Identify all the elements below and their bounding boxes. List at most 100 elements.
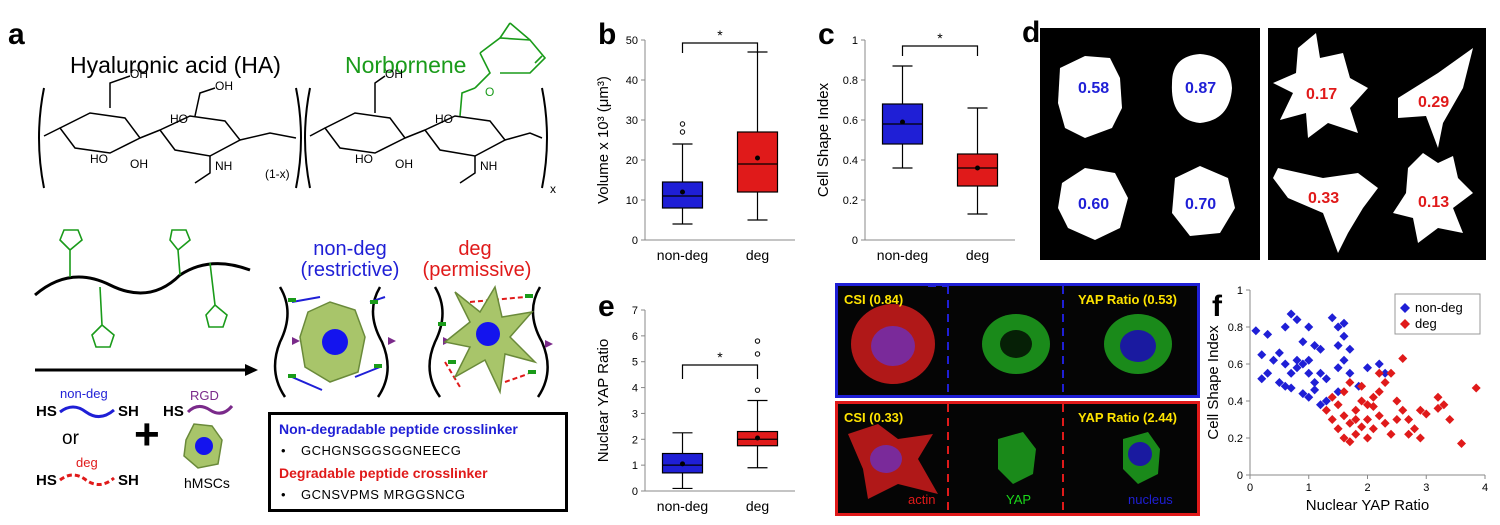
microscopy-yap-deg: YAP Ratio (2.44) [1078,410,1177,425]
csi-value-nondeg-1: 0.58 [1078,80,1110,97]
chem-oh-3: OH [130,157,148,171]
nondeg-cell-shapes: 0.58 0.87 0.60 0.70 [1040,28,1260,260]
scatter-point-non-deg [1316,344,1325,354]
nondeg-network-title: non-deg [313,238,387,260]
deg-cell-shapes: 0.17 0.29 0.33 0.13 [1268,28,1486,260]
box-non-deg [661,181,704,209]
mean-marker [975,165,980,171]
chem-oh-5: OH [395,157,413,171]
x-tick-label: 0 [1247,482,1253,494]
nondeg-shape-outlines [1058,54,1235,240]
y-tick-label: 10 [626,195,638,207]
scatter-point-non-deg [1316,400,1325,410]
y-tick-label: 6 [632,331,638,343]
scatter-point-non-deg [1257,374,1267,384]
scatter-point-non-deg [1292,363,1302,373]
scatter-point-non-deg [1333,363,1343,373]
csi-value-nondeg-4: 0.70 [1185,196,1217,213]
panel-label-e: e [598,290,615,323]
scatter-point-non-deg [1380,368,1390,378]
scatter-point-deg [1374,368,1384,378]
scatter-point-non-deg [1345,344,1355,354]
deg-network-title: deg [458,238,492,260]
nondeg-network-subtitle: (restrictive) [300,259,400,281]
scatter-point-non-deg [1280,322,1290,332]
x-category-label: deg [966,247,989,263]
panel-label-a: a [8,18,25,51]
norbornene-o-text: O [485,85,494,99]
panel-label-c: c [818,18,835,51]
y-tick-label: 0 [632,486,638,498]
csi-value-deg-2: 0.29 [1418,94,1450,111]
y-tick-label: 3 [632,408,638,420]
scatter-point-deg [1415,405,1425,415]
y-tick-label: 40 [626,75,638,87]
outlier-point [754,351,761,357]
scatter-point-non-deg [1374,359,1384,369]
mean-marker [680,189,685,195]
channel-actin-label: actin [908,492,936,507]
y-tick-label: 5 [632,357,638,369]
legend-marker-deg [1400,319,1410,329]
scatter-point-non-deg [1304,355,1314,365]
microscopy-csi-deg: CSI (0.33) [844,410,904,425]
ha-structure-diagram: O OH OH HO OH HO NH OH HO OH HO NH (1-x)… [38,22,556,196]
scatter-point-non-deg [1251,326,1261,336]
scatter-point-deg [1398,353,1408,363]
scatter-point-non-deg [1274,378,1284,387]
x-category-label: non-deg [657,247,708,263]
polymer-chain-diagram [34,229,258,376]
scatter-point-non-deg [1263,329,1273,339]
scatter-point-deg [1374,387,1384,397]
scatter-point-non-deg [1280,359,1290,369]
panel-label-d: d [1022,16,1041,49]
y-tick-label: 7 [632,305,638,317]
scatter-point-deg [1327,392,1337,402]
outlier-point [754,387,761,393]
deg-shape-outlines [1273,33,1473,253]
chem-oh-1: OH [130,67,148,81]
scatter-point-non-deg [1339,355,1349,365]
scatter-point-deg [1386,368,1396,378]
scatter-point-deg [1433,403,1443,413]
sh-label-2: SH [118,472,139,489]
scatter-point-deg [1327,415,1337,424]
x-tick-label: 2 [1364,482,1370,494]
scatter-point-deg [1363,400,1372,410]
legend-marker-non-deg [1400,303,1410,313]
subscript-x: x [550,182,556,196]
scatter-point-deg [1351,415,1361,424]
y-tick-label: 1 [852,35,858,47]
seq-deg-title: Degradable peptide crosslinker [279,465,488,481]
x-category-label: deg [746,247,769,263]
x-axis-label: Nuclear YAP Ratio [1306,497,1429,514]
scatter-point-non-deg [1310,341,1320,350]
csi-value-nondeg-2: 0.87 [1185,80,1217,97]
significance-bracket [901,45,979,56]
chem-nh-2: NH [480,159,497,173]
hmsc-cell-icon [183,423,223,469]
hs-label-3: HS [36,472,57,489]
scatter-point-deg [1368,424,1378,434]
chem-nh-1: NH [215,159,232,173]
scatter-point-deg [1445,415,1455,424]
y-tick-label: 20 [626,155,638,167]
y-tick-label: 0.4 [1228,396,1243,408]
scatter-point-non-deg [1310,378,1320,387]
hmsc-label: hMSCs [184,475,230,491]
scatter-point-non-deg [1304,392,1314,402]
scatter-point-non-deg [1286,383,1296,393]
panel-label-b: b [598,18,617,51]
scatter-point-deg [1386,429,1396,439]
crosslinker-nondeg-label: non-deg [60,386,108,401]
y-tick-label: 4 [632,383,638,395]
y-tick-label: 0.8 [1228,322,1243,334]
crosslinker-deg-label: deg [76,455,98,470]
deg-network-subtitle: (permissive) [422,259,532,281]
scatter-point-deg [1345,437,1355,447]
y-tick-label: 30 [626,115,638,127]
scatter-point-non-deg [1321,396,1331,406]
panel-label-f: f [1212,290,1222,323]
